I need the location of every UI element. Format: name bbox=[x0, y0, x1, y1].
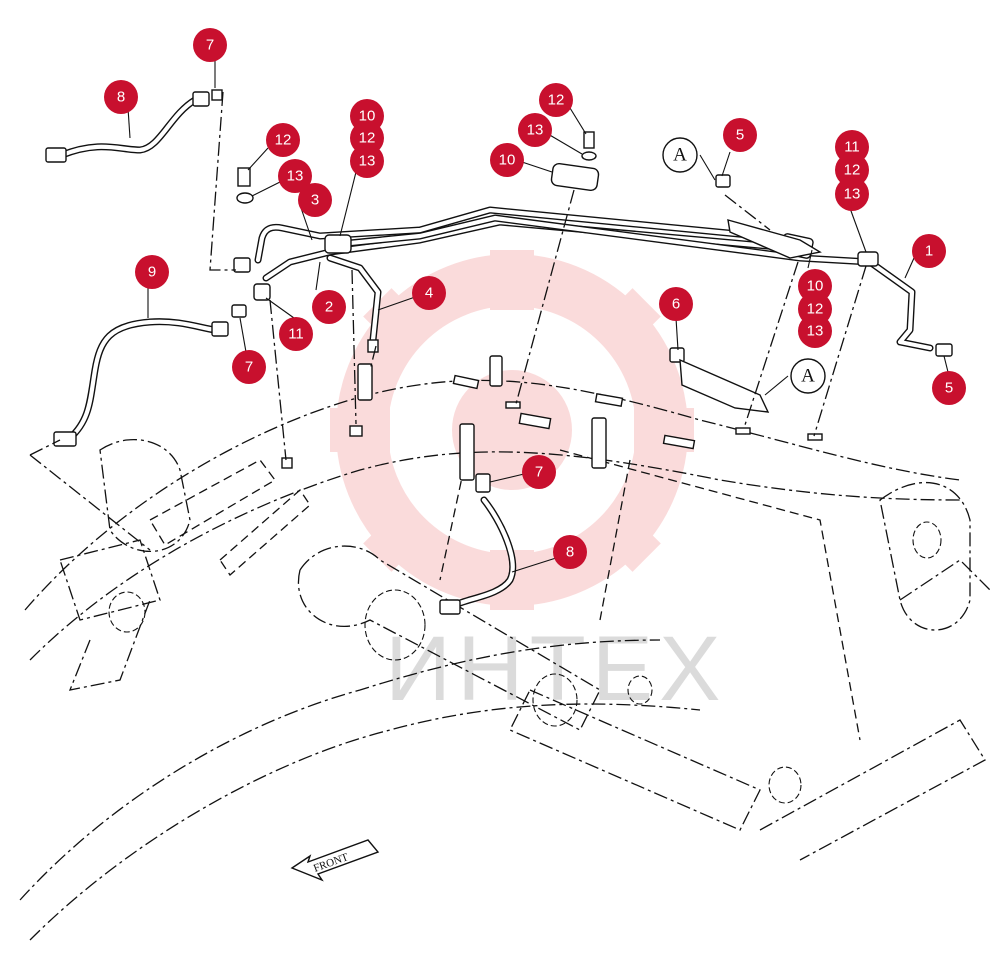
boom-cylinder bbox=[297, 545, 761, 831]
svg-text:13: 13 bbox=[527, 122, 544, 139]
callout-5-right: 5 bbox=[932, 371, 966, 405]
svg-text:6: 6 bbox=[672, 296, 680, 313]
svg-text:2: 2 bbox=[325, 299, 333, 316]
hose-8-lower bbox=[439, 473, 517, 615]
callout-13-right: 13 bbox=[835, 177, 869, 211]
svg-text:3: 3 bbox=[311, 192, 319, 209]
front-arrow: FRONT bbox=[290, 839, 380, 882]
svg-text:12: 12 bbox=[275, 132, 292, 149]
callout-12-left: 12 bbox=[266, 123, 300, 157]
callout-9: 9 bbox=[135, 255, 169, 289]
svg-text:8: 8 bbox=[566, 544, 574, 561]
svg-text:13: 13 bbox=[807, 323, 824, 340]
svg-text:5: 5 bbox=[945, 380, 953, 397]
callout-4: 4 bbox=[412, 276, 446, 310]
svg-text:11: 11 bbox=[288, 326, 304, 343]
callout-6: 6 bbox=[659, 287, 693, 321]
callout-13-center: 13 bbox=[518, 113, 552, 147]
watermark-text: ИНТЕХ bbox=[385, 618, 727, 720]
reference-a-top-label: A bbox=[673, 145, 687, 166]
svg-text:10: 10 bbox=[499, 152, 516, 169]
callout-7-left: 7 bbox=[232, 350, 266, 384]
callout-12-right: 12 bbox=[835, 153, 869, 187]
callout-7-lower: 7 bbox=[522, 455, 556, 489]
callout-1: 1 bbox=[912, 234, 946, 268]
callout-11-left: 11 bbox=[279, 317, 313, 351]
svg-text:11: 11 bbox=[844, 139, 860, 156]
assembly-lines bbox=[29, 91, 867, 551]
svg-text:10: 10 bbox=[807, 278, 824, 295]
callout-8-lower: 8 bbox=[553, 535, 587, 569]
fittings bbox=[231, 131, 953, 363]
boom-pins bbox=[108, 521, 942, 804]
callout-3: 3 bbox=[298, 183, 332, 217]
svg-text:12: 12 bbox=[807, 301, 824, 318]
callout-7-top: 7 bbox=[193, 28, 227, 62]
callout-8-top: 8 bbox=[104, 80, 138, 114]
svg-text:12: 12 bbox=[359, 130, 376, 147]
callout-13-lower-right: 13 bbox=[798, 314, 832, 348]
svg-text:10: 10 bbox=[359, 108, 376, 125]
svg-text:7: 7 bbox=[245, 359, 253, 376]
callout-13-upper-left: 13 bbox=[350, 144, 384, 178]
manifold-block bbox=[679, 219, 822, 413]
svg-text:12: 12 bbox=[844, 162, 861, 179]
left-link-plates bbox=[149, 459, 311, 576]
svg-text:13: 13 bbox=[287, 168, 304, 185]
reference-a-top: A bbox=[662, 137, 698, 173]
callout-5-top: 5 bbox=[723, 118, 757, 152]
callout-10-center: 10 bbox=[490, 143, 524, 177]
reference-a-bottom: A bbox=[790, 358, 826, 394]
leader-lines bbox=[127, 60, 949, 573]
svg-text:13: 13 bbox=[844, 186, 861, 203]
svg-text:9: 9 bbox=[148, 264, 156, 281]
svg-text:4: 4 bbox=[425, 285, 433, 302]
callout-13-left: 13 bbox=[278, 159, 312, 193]
svg-text:1: 1 bbox=[925, 243, 933, 260]
svg-text:7: 7 bbox=[206, 37, 214, 54]
hose-9 bbox=[53, 318, 229, 447]
svg-text:5: 5 bbox=[736, 127, 744, 144]
callout-12-center: 12 bbox=[539, 83, 573, 117]
svg-text:8: 8 bbox=[117, 89, 125, 106]
svg-text:12: 12 bbox=[548, 92, 565, 109]
brackets bbox=[281, 355, 823, 481]
reference-a-bottom-label: A bbox=[801, 366, 815, 387]
svg-text:7: 7 bbox=[535, 464, 543, 481]
callout-2: 2 bbox=[312, 290, 346, 324]
hose-8-top bbox=[45, 89, 223, 163]
svg-text:13: 13 bbox=[359, 153, 376, 170]
